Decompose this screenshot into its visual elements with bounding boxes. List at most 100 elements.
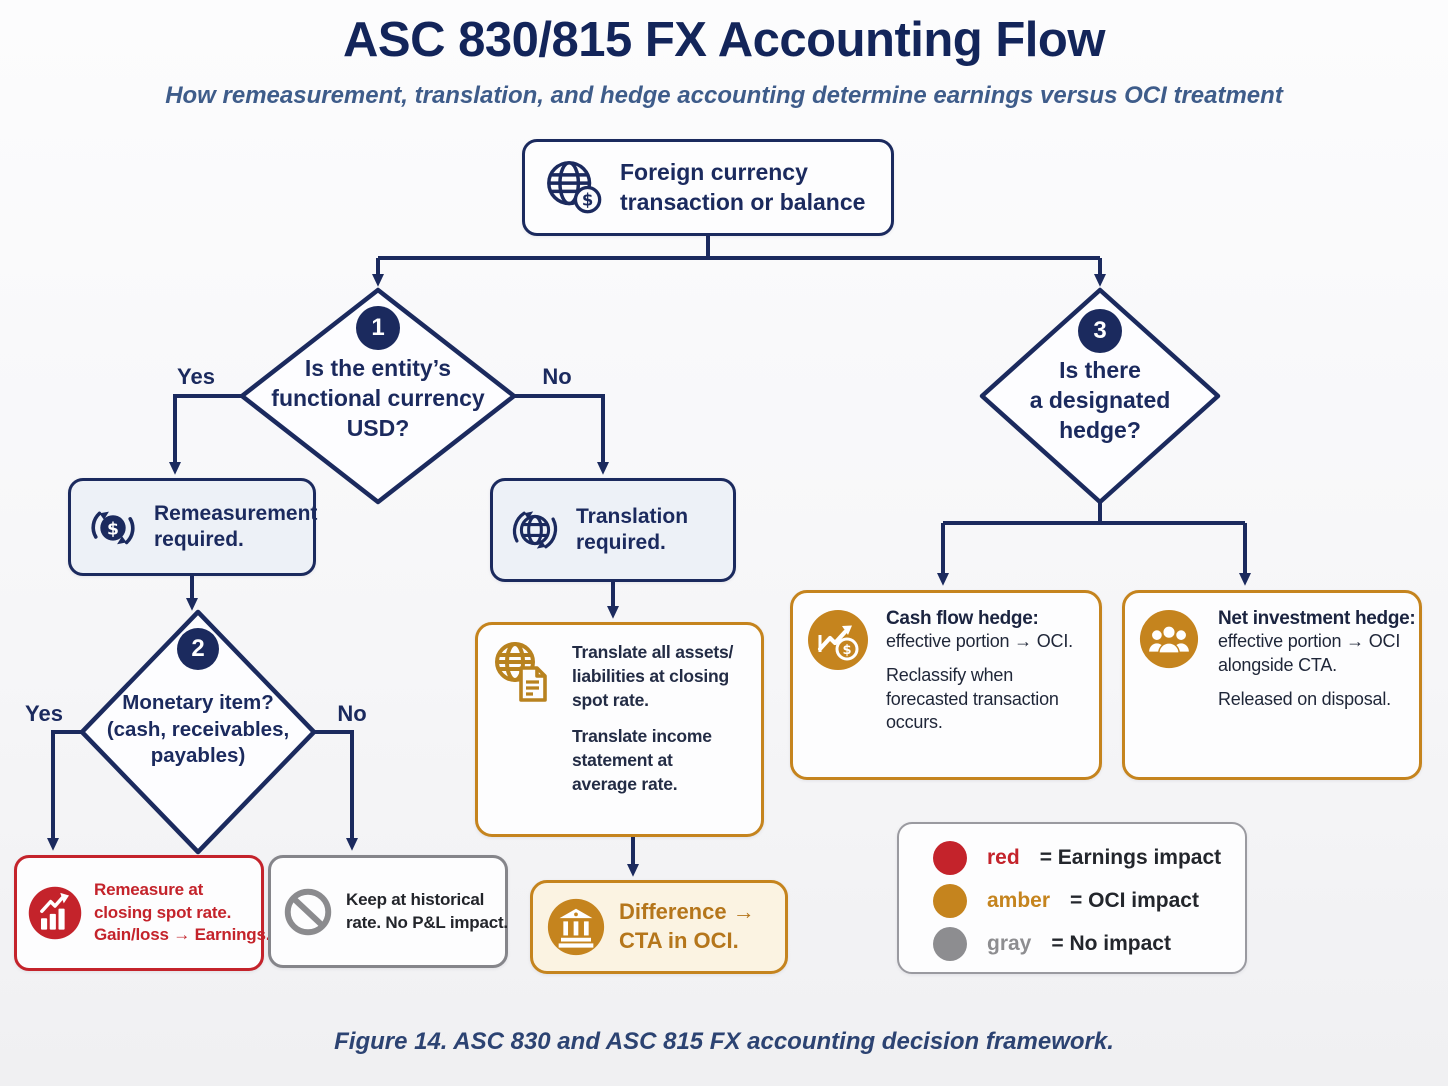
amber-swatch [933, 884, 967, 918]
translation-line-1: Translation [576, 504, 689, 528]
legend-desc-gray: = No impact [1051, 932, 1171, 955]
decision2-diamond [79, 609, 317, 855]
connector-d2-yes [47, 730, 86, 851]
cta-result-label: Difference → CTA in OCI. [619, 898, 755, 955]
decision2-line-2: (cash, receivables, [106, 717, 290, 741]
translate-detail-p2-line-1: Translate income [572, 726, 712, 747]
legend-row-amber: amber = OCI impact [933, 881, 1245, 921]
decision3-number-badge: 3 [1078, 309, 1122, 353]
cta-line-1: Difference → [619, 899, 755, 925]
translate-detail-p1-line-2: liabilities at closing [572, 665, 730, 686]
decision2-line-1: Monetary item? [122, 691, 274, 714]
decision2-number-badge: 2 [177, 628, 219, 670]
net-investment-hedge-node: Net investment hedge: effective portion … [1122, 590, 1422, 780]
translate-detail-p2-line-2: statement at [572, 750, 673, 771]
start-line-2: transaction or balance [620, 188, 866, 215]
connector-d1-yes [169, 394, 246, 475]
decision3-line-2: a designated [1029, 386, 1171, 413]
figure-caption: Figure 14. ASC 830 and ASC 815 FX accoun… [334, 1028, 1114, 1055]
translation-line-2: required. [576, 531, 666, 554]
net-investment-hedge-line-1: effective portion → OCI [1218, 631, 1401, 651]
decision1-number-badge: 1 [356, 306, 400, 350]
start-line-1: Foreign currency [620, 159, 808, 186]
legend-desc-red: = Earnings impact [1039, 846, 1222, 869]
historical-result-node: Keep at historical rate. No P&L impact. [268, 855, 508, 968]
historical-result-line-2: rate. No P&L impact. [346, 912, 508, 932]
translate-detail-p2-line-3: average rate. [572, 773, 678, 794]
translate-detail-text: Translate all assets/ liabilities at clo… [572, 625, 761, 797]
decision2-question: Monetary item? (cash, receivables, payab… [78, 690, 318, 770]
translate-detail-p1-line-3: spot rate. [572, 689, 649, 710]
remeasure-result-line-3: Gain/loss → Earnings. [94, 925, 271, 945]
people-icon [1138, 608, 1200, 670]
translate-detail-node: Translate all assets/ liabilities at clo… [475, 622, 764, 837]
cta-result-node: Difference → CTA in OCI. [530, 880, 788, 974]
legend-row-red: red = Earnings impact [933, 838, 1245, 878]
legend-term-amber: amber [987, 889, 1051, 912]
svg-text:$: $ [582, 190, 593, 209]
net-investment-hedge-line-2: alongside CTA. [1218, 654, 1337, 675]
legend: red = Earnings impact amber = OCI impact… [897, 822, 1247, 974]
decision1-no-label: No [542, 364, 572, 389]
rising-chart-icon [27, 885, 83, 941]
gray-swatch [933, 927, 967, 961]
translation-label: Translation required. [576, 504, 688, 557]
net-investment-hedge-line-3: Released on disposal. [1218, 688, 1391, 709]
historical-result-label: Keep at historical rate. No P&L impact. [346, 889, 508, 934]
net-investment-hedge-text: Net investment hedge: effective portion … [1218, 593, 1419, 711]
page-title: ASC 830/815 FX Accounting Flow [343, 13, 1105, 67]
page-subtitle: How remeasurement, translation, and hedg… [165, 82, 1283, 109]
globe-dollar-icon: $ [543, 157, 605, 219]
connector-d2-no [310, 730, 358, 851]
legend-term-gray: gray [987, 932, 1032, 955]
decision1-diamond [239, 287, 517, 505]
remeasurement-line-1: Remeasurement [154, 501, 318, 525]
start-node-label: Foreign currency transaction or balance [620, 158, 865, 217]
translate-detail-p1-line-1: Translate all assets/ [572, 642, 734, 662]
legend-row-gray: gray = No impact [933, 924, 1245, 964]
decision3-question: Is there a designated hedge? [1000, 356, 1200, 446]
decision3-diamond [979, 287, 1221, 505]
red-swatch [933, 841, 967, 875]
chart-dollar-icon: $ [806, 608, 870, 672]
decision1-question: Is the entity’s functional currency USD? [258, 354, 498, 444]
dollar-cycle-icon: $ [84, 498, 142, 556]
no-entry-icon [281, 885, 335, 939]
globe-document-icon [488, 637, 560, 709]
cash-flow-hedge-p2-line-2: forecasted transaction [886, 688, 1059, 709]
bank-icon [546, 897, 606, 957]
cash-flow-hedge-para2: Reclassify when forecasted transaction o… [886, 664, 1093, 735]
remeasure-result-node: Remeasure at closing spot rate. Gain/los… [14, 855, 270, 971]
cash-flow-hedge-text: Cash flow hedge: effective portion → OCI… [886, 593, 1099, 735]
globe-cycle-icon [506, 501, 564, 559]
svg-text:$: $ [842, 643, 851, 658]
net-investment-hedge-title: Net investment hedge: [1218, 608, 1416, 629]
decision2-no-label: No [337, 701, 367, 726]
decision1-line-1: Is the entity’s [304, 355, 452, 381]
cash-flow-hedge-p2-line-1: Reclassify when [886, 664, 1014, 685]
legend-desc-amber: = OCI impact [1070, 889, 1199, 912]
connector-d1-no [510, 394, 609, 475]
translation-node: Translation required. [490, 478, 736, 582]
cash-flow-hedge-node: $ Cash flow hedge: effective portion → O… [790, 590, 1102, 780]
decision2-line-3: payables) [150, 744, 246, 768]
decision3-line-1: Is there [1059, 357, 1141, 383]
remeasurement-line-2: required. [154, 528, 244, 551]
translate-detail-para1: Translate all assets/ liabilities at clo… [572, 641, 761, 712]
remeasurement-node: $ Remeasurement required. [68, 478, 318, 576]
svg-text:$: $ [107, 519, 119, 539]
decision2-yes-label: Yes [25, 701, 63, 726]
cash-flow-hedge-title: Cash flow hedge: [886, 608, 1039, 629]
decision1-yes-label: Yes [177, 364, 215, 389]
translate-detail-para2: Translate income statement at average ra… [572, 725, 761, 796]
decision3-line-3: hedge? [1059, 416, 1141, 443]
connector-start-split [378, 236, 1100, 260]
remeasure-result-line-1: Remeasure at [94, 880, 204, 900]
connector-d3-split [943, 501, 1245, 525]
cta-line-2: CTA in OCI. [619, 928, 739, 953]
decision1-line-3: USD? [346, 414, 410, 441]
decision1-line-2: functional currency [271, 384, 485, 411]
cash-flow-hedge-p2-line-3: occurs. [886, 712, 943, 733]
